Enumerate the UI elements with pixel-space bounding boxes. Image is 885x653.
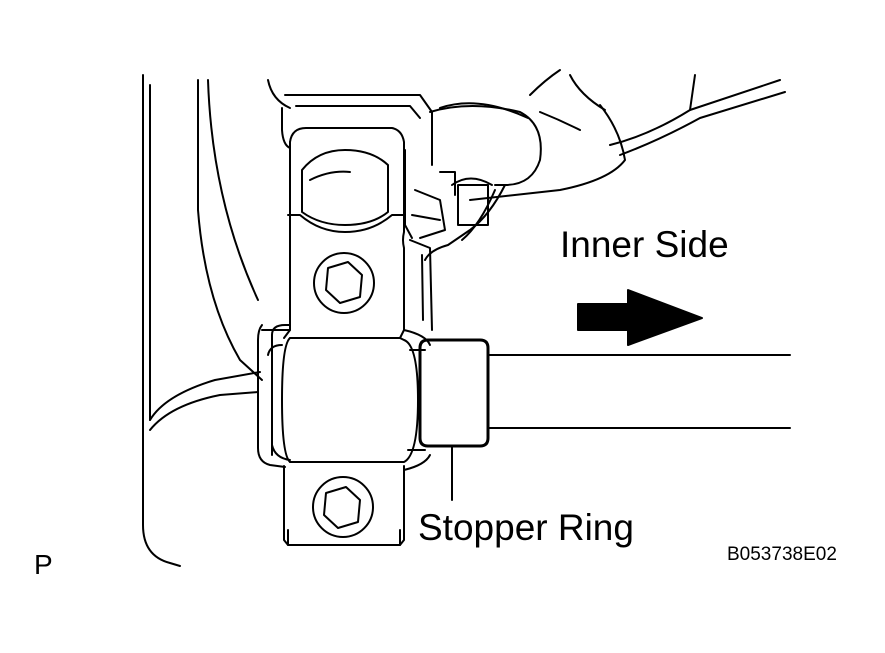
direction-label: Inner Side xyxy=(560,224,729,265)
stopper-ring xyxy=(418,338,490,448)
stabilizer-bar xyxy=(487,354,791,429)
stopper-ring-label: Stopper Ring xyxy=(418,507,634,548)
upper-mount-details xyxy=(267,69,786,331)
figure-code-label: B053738E02 xyxy=(727,544,837,565)
right-arrow-icon xyxy=(577,289,703,346)
view-letter-label: P xyxy=(34,549,53,580)
bushing-bracket xyxy=(281,107,413,339)
body-frame-lines xyxy=(142,74,263,567)
hex-bolt-icon xyxy=(313,252,375,314)
lower-bracket xyxy=(283,465,405,546)
bushing-clamp xyxy=(257,324,431,471)
hex-bolt-icon xyxy=(312,476,374,538)
